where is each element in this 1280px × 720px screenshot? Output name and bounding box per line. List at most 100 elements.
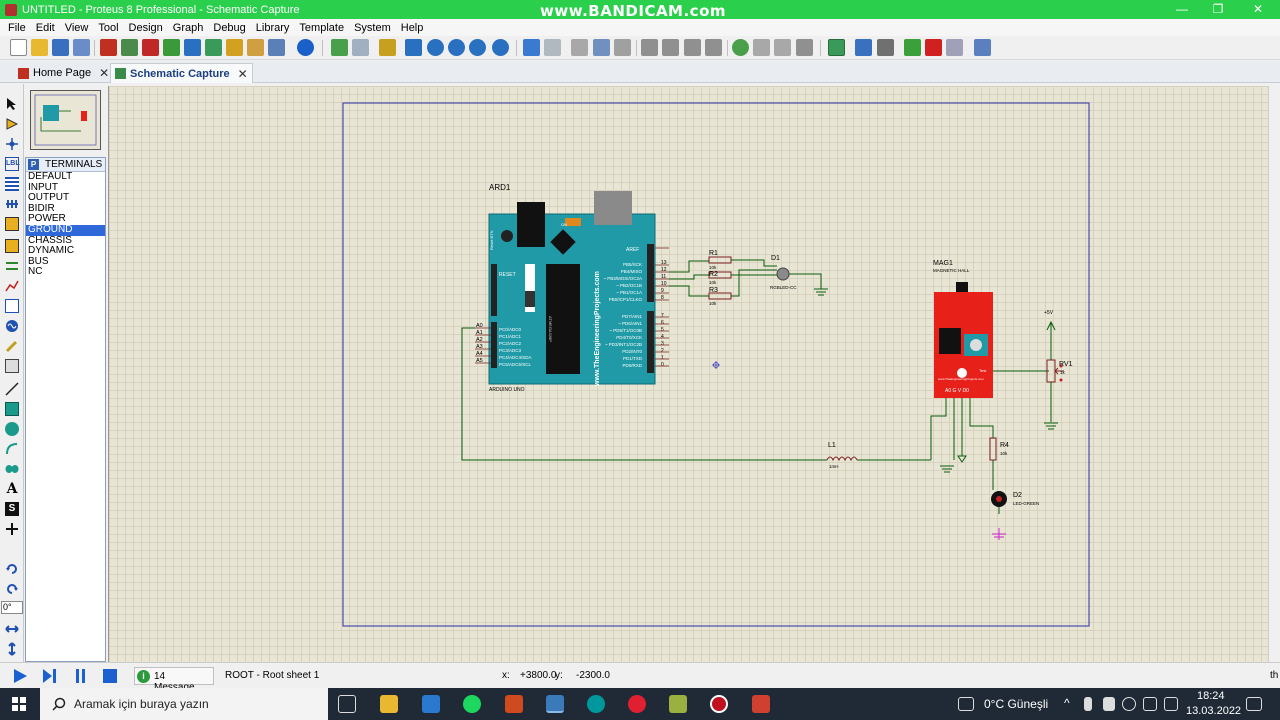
menu-file[interactable]: File	[8, 21, 26, 34]
exit-to-parent-icon[interactable]	[946, 39, 963, 56]
close-button[interactable]: ✕	[1252, 2, 1264, 16]
netlist-icon[interactable]	[974, 39, 991, 56]
graph-mode-icon[interactable]	[5, 279, 19, 293]
zoom-in-icon[interactable]	[427, 39, 444, 56]
block-rotate-icon[interactable]	[684, 39, 701, 56]
resistor-r3[interactable]: R3 10k	[708, 287, 732, 306]
terminal-output[interactable]: OUTPUT	[28, 192, 70, 204]
tray-overflow-chevron[interactable]: ^	[1064, 696, 1070, 710]
opera-icon[interactable]	[628, 695, 646, 713]
tape-recorder-icon[interactable]	[5, 299, 19, 313]
zoom-all-icon[interactable]	[469, 39, 486, 56]
taskbar-search[interactable]: Aramak için buraya yazın	[40, 688, 328, 720]
menu-library[interactable]: Library	[255, 21, 290, 34]
terminal-input[interactable]: INPUT	[28, 181, 58, 193]
block-delete-icon[interactable]	[705, 39, 722, 56]
home-icon[interactable]	[100, 39, 117, 56]
new-file-icon[interactable]	[10, 39, 27, 56]
office-icon[interactable]	[505, 695, 523, 713]
copy-icon[interactable]	[593, 39, 610, 56]
decompose-icon[interactable]	[796, 39, 813, 56]
clock-date[interactable]: 13.03.2022	[1186, 705, 1242, 717]
block-copy-icon[interactable]	[641, 39, 658, 56]
arduino-ide-icon[interactable]	[587, 695, 605, 713]
led-green-d2[interactable]: D2 LED-GREEN	[991, 491, 1039, 507]
new-sheet-icon[interactable]	[904, 39, 921, 56]
arduino-uno[interactable]: ARD1 ON Reset BTN ATMEGA328P RESET AREF …	[475, 183, 669, 393]
terminal-dynamic[interactable]: DYNAMIC	[28, 245, 75, 257]
refresh-icon[interactable]	[331, 39, 348, 56]
menu-design[interactable]: Design	[128, 21, 163, 34]
wire-autorouter-icon[interactable]	[828, 39, 845, 56]
menu-tool[interactable]: Tool	[98, 21, 119, 34]
notifications-icon[interactable]	[1246, 697, 1262, 711]
circle-tool-icon[interactable]	[5, 422, 19, 436]
menu-graph[interactable]: Graph	[172, 21, 204, 34]
battery-icon[interactable]	[1084, 697, 1092, 711]
menu-help[interactable]: Help	[400, 21, 424, 34]
resistor-r4[interactable]: R4 10k	[989, 437, 1009, 461]
maximize-button[interactable]: ❐	[1212, 2, 1224, 16]
volume-icon[interactable]	[1103, 697, 1115, 711]
pcb-icon[interactable]	[142, 39, 159, 56]
tab-schematic-capture[interactable]: Schematic Capture ✕	[110, 63, 253, 83]
menu-edit[interactable]: Edit	[35, 21, 55, 34]
schematic-icon[interactable]	[121, 39, 138, 56]
arc-tool-icon[interactable]	[5, 442, 19, 456]
mirror-vertical-icon[interactable]	[5, 642, 19, 656]
network-globe-icon[interactable]	[1122, 697, 1136, 711]
gerber-icon[interactable]	[163, 39, 180, 56]
step-icon[interactable]	[41, 668, 59, 684]
menu-system[interactable]: System	[354, 21, 391, 34]
bandicam-app-icon[interactable]	[752, 695, 770, 713]
resistor-r2[interactable]: R2 10k	[708, 271, 732, 285]
terminal-power[interactable]: POWER	[28, 213, 66, 225]
terminal-nc[interactable]: NC	[28, 266, 43, 278]
source-code-icon[interactable]	[268, 39, 285, 56]
design-explorer-icon[interactable]	[226, 39, 243, 56]
proteus-taskbar-icon[interactable]	[546, 695, 564, 713]
terminal-bidir[interactable]: BIDIR	[28, 202, 55, 214]
3d-view-icon[interactable]	[184, 39, 201, 56]
origin-icon[interactable]	[379, 39, 396, 56]
virtual-instruments-icon[interactable]	[5, 359, 19, 373]
tab-home-page[interactable]: Home Page ✕	[14, 63, 113, 83]
packaging-icon[interactable]	[774, 39, 791, 56]
minimize-button[interactable]: —	[1176, 2, 1188, 16]
pick-device-icon[interactable]	[732, 39, 749, 56]
mail-icon[interactable]	[422, 695, 440, 713]
search-tag-icon[interactable]	[855, 39, 872, 56]
task-view-icon[interactable]	[338, 695, 356, 713]
terminal-ground[interactable]: GROUND	[26, 224, 105, 236]
zoom-area-icon[interactable]	[492, 39, 509, 56]
potentiometer-rv1[interactable]: +5V RV1 1k	[1044, 310, 1073, 430]
wire-label-icon[interactable]: LBL	[5, 157, 20, 171]
menu-debug[interactable]: Debug	[213, 21, 246, 34]
menu-template[interactable]: Template	[299, 21, 345, 34]
weather-text[interactable]: 0°C Güneşli	[984, 697, 1049, 711]
menu-view[interactable]: View	[64, 21, 89, 34]
bandicam-record-icon[interactable]	[710, 695, 728, 713]
make-device-icon[interactable]	[753, 39, 770, 56]
clock-time[interactable]: 18:24	[1197, 690, 1225, 702]
pan-icon[interactable]	[405, 39, 422, 56]
stop-icon[interactable]	[101, 668, 119, 684]
line-tool-icon[interactable]	[5, 382, 19, 396]
cost-icon[interactable]	[247, 39, 264, 56]
close-icon[interactable]: ✕	[99, 66, 110, 80]
subcircuit-icon[interactable]	[5, 217, 19, 231]
save-icon[interactable]	[52, 39, 69, 56]
device-pins-icon[interactable]	[5, 259, 19, 273]
terminal-bus[interactable]: BUS	[28, 255, 49, 267]
terminal-default[interactable]: DEFAULT	[28, 171, 73, 182]
terminals-mode-icon[interactable]	[5, 239, 19, 253]
bom-icon[interactable]	[205, 39, 222, 56]
block-move-icon[interactable]	[662, 39, 679, 56]
redo-icon[interactable]	[544, 39, 561, 56]
grid-icon[interactable]	[352, 39, 369, 56]
vertical-scrollbar[interactable]	[1268, 86, 1280, 662]
remove-sheet-icon[interactable]	[925, 39, 942, 56]
text-tool-icon[interactable]: A	[6, 481, 18, 497]
paste-icon[interactable]	[614, 39, 631, 56]
cut-icon[interactable]	[571, 39, 588, 56]
